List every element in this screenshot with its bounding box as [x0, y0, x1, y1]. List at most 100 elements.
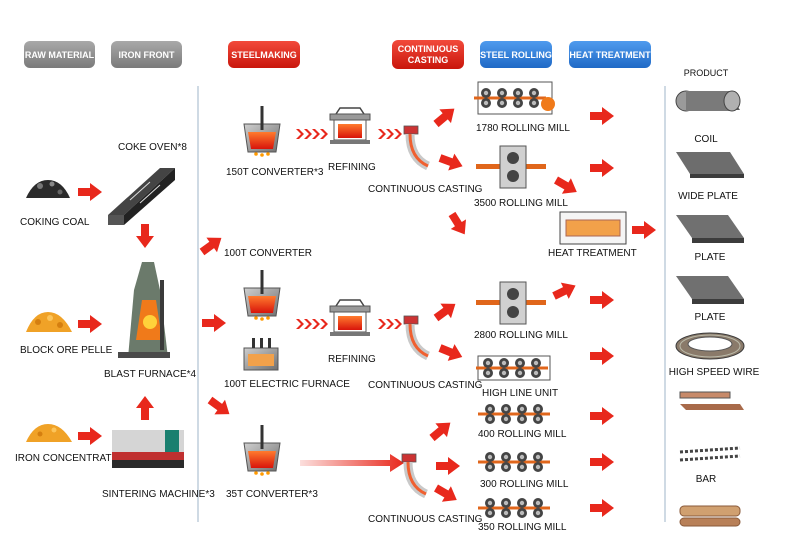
svg-text:STEELMAKING: STEELMAKING: [231, 50, 297, 60]
blast-furnace-icon: [118, 262, 170, 358]
label-blast-furnace: BLAST FURNACE*4: [104, 369, 197, 380]
bar-product-icon-1: [679, 391, 744, 410]
chevrons-refine-cc-1: [378, 129, 402, 139]
label-mill-350: 350 ROLLING MILL: [478, 522, 567, 533]
label-cc-mid: CONTINUOUS CASTING: [368, 380, 483, 391]
coil-icon: [675, 90, 741, 112]
svg-text:CONTINUOUS: CONTINUOUS: [398, 44, 459, 54]
chevrons-row2: [296, 319, 328, 329]
label-converter-100: 100T CONVERTER: [224, 248, 312, 259]
label-refining-top: REFINING: [328, 162, 376, 173]
wire-coil-icon: [675, 332, 745, 360]
header-steelmaking: STEELMAKING: [228, 41, 300, 68]
arrow-300-to-bar: [590, 453, 614, 471]
label-mill-2800: 2800 ROLLING MILL: [474, 330, 568, 341]
converter-100-icon: [243, 269, 281, 322]
arrow-cc-to-2800: [430, 296, 461, 326]
plate-icon-1: [676, 215, 744, 243]
label-refining-mid: REFINING: [328, 354, 376, 365]
label-high-speed-wire: HIGH SPEED WIRE: [669, 367, 760, 378]
label-plate-2: PLATE: [695, 312, 726, 323]
label-cc-bottom: CONTINUOUS CASTING: [368, 514, 483, 525]
arrow-furnace-to-converter100: [196, 230, 227, 260]
mill-300-icon: [476, 452, 552, 472]
mill-350-icon: [476, 498, 552, 518]
refining-icon-mid: [329, 299, 371, 337]
converter-35-icon: [243, 424, 281, 477]
label-block-ore: BLOCK ORE PELLE: [20, 345, 113, 356]
arrow-furnace-to-electric: [202, 314, 226, 332]
header-raw-material: RAW MATERIAL: [24, 41, 95, 68]
label-mill-3500: 3500 ROLLING MILL: [474, 198, 568, 209]
header-steel-rolling: STEEL ROLLING: [480, 41, 552, 68]
arrow-3500-to-wideplate: [590, 159, 614, 177]
arrow-concentrate-to-sinter: [78, 427, 102, 445]
label-electric-furnace: 100T ELECTRIC FURNACE: [224, 379, 350, 390]
label-wide-plate: WIDE PLATE: [678, 191, 738, 202]
mill-1780-icon: [472, 81, 555, 115]
label-coke-oven: COKE OVEN*8: [118, 142, 187, 153]
svg-text:HEAT TREATMENT: HEAT TREATMENT: [569, 50, 651, 60]
arrow-3500-to-heat: [551, 172, 582, 200]
high-line-icon: [474, 355, 550, 381]
header-product: PRODUCT: [684, 68, 729, 78]
arrow-2800-to-plate: [590, 291, 614, 309]
iron-concentrate-icon: [26, 424, 72, 442]
arrow-oven-to-furnace: [136, 224, 154, 248]
arrow-heat-to-plate: [632, 221, 656, 239]
electric-furnace-icon: [243, 338, 279, 371]
arrow-cc-to-1780: [430, 101, 461, 131]
label-cc-top: CONTINUOUS CASTING: [368, 184, 483, 195]
header-heat-treatment: HEAT TREATMENT: [569, 41, 651, 68]
svg-text:RAW MATERIAL: RAW MATERIAL: [25, 50, 95, 60]
mill-400-icon: [476, 404, 552, 424]
label-mill-400: 400 ROLLING MILL: [478, 429, 567, 440]
label-sintering: SINTERING MACHINE*3: [102, 489, 215, 500]
label-coil: COIL: [694, 134, 718, 145]
mill-2800-icon: [476, 281, 546, 325]
svg-text:IRON FRONT: IRON FRONT: [119, 50, 175, 60]
label-heat-treatment: HEAT TREATMENT: [548, 248, 637, 259]
arrow-1780-to-coil: [590, 107, 614, 125]
arrow-converter35-to-cc: [300, 454, 404, 472]
chevrons-refine-cc-2: [378, 319, 402, 329]
plate-icon-2: [676, 276, 744, 304]
arrow-350-to-product: [590, 499, 614, 517]
arrow-400-to-product: [590, 407, 614, 425]
heat-treatment-icon: [559, 211, 627, 245]
caster-icon-top: [404, 126, 428, 166]
label-converter-35: 35T CONVERTER*3: [226, 489, 318, 500]
arrow-cc-to-400: [426, 415, 457, 445]
arrow-coal-to-oven: [78, 183, 102, 201]
sintering-machine-icon: [112, 430, 184, 468]
mill-3500-icon: [476, 145, 546, 189]
label-converter-150: 150T CONVERTER*3: [226, 167, 324, 178]
label-bar: BAR: [696, 474, 717, 485]
block-ore-icon: [26, 312, 72, 332]
caster-icon-bottom: [402, 454, 426, 494]
coke-oven-icon: [108, 168, 175, 225]
label-high-line: HIGH LINE UNIT: [482, 388, 558, 399]
label-mill-1780: 1780 ROLLING MILL: [476, 123, 570, 134]
round-bar-icon: [679, 505, 741, 527]
label-plate-1: PLATE: [695, 252, 726, 263]
arrow-cc-to-300: [436, 457, 460, 475]
wide-plate-icon: [676, 152, 744, 178]
arrow-cc-to-3500: [436, 149, 466, 175]
arrow-cc-to-highline: [436, 339, 466, 366]
refining-icon-top: [329, 107, 371, 145]
header-iron-front: IRON FRONT: [111, 41, 182, 68]
arrow-ore-to-furnace: [78, 315, 102, 333]
arrow-cc-to-350: [431, 480, 462, 508]
svg-text:CASTING: CASTING: [408, 55, 449, 65]
arrow-sinter-to-furnace: [136, 396, 154, 420]
header-continuous-casting: CONTINUOUS CASTING: [392, 40, 464, 69]
coking-coal-icon: [26, 180, 70, 198]
label-mill-300: 300 ROLLING MILL: [480, 479, 569, 490]
converter-150-icon: [243, 105, 281, 158]
label-coking-coal: COKING COAL: [20, 217, 90, 228]
bar-icon-300: [679, 446, 741, 462]
chevrons-row1: [296, 129, 328, 139]
svg-text:STEEL ROLLING: STEEL ROLLING: [480, 50, 552, 60]
